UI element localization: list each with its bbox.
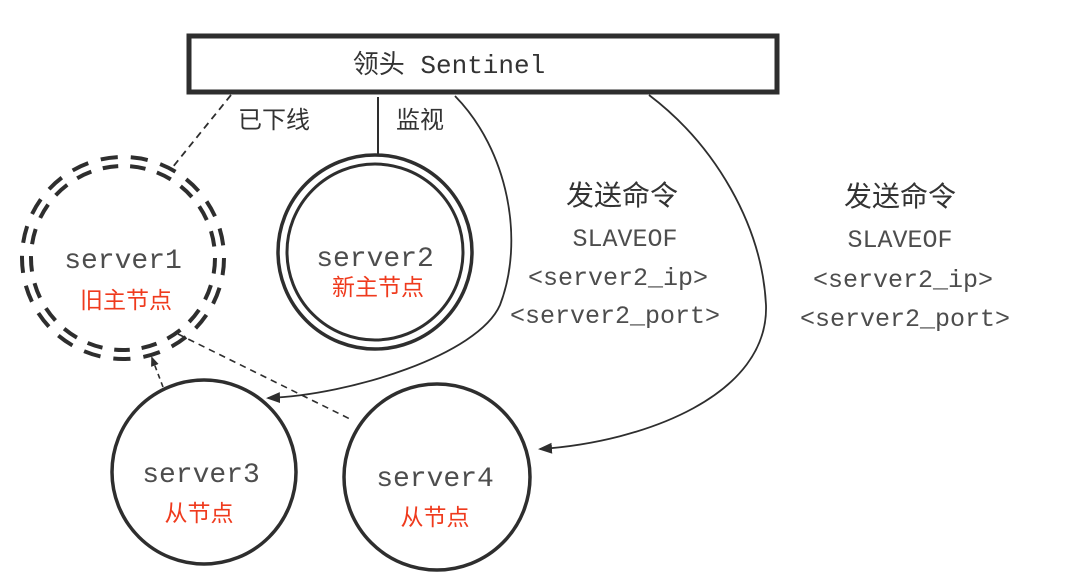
command-block-server3: 发送命令 SLAVEOF <server2_ip> <server2_port>: [510, 180, 720, 331]
server1-to-server4-dashed-line: [177, 333, 353, 421]
server3-role: 从节点: [165, 500, 234, 526]
command-block-server4: 发送命令 SLAVEOF <server2_ip> <server2_port>: [800, 181, 1010, 334]
sentinel-box: [186, 33, 780, 95]
server4-name: server4: [376, 464, 494, 495]
command-1-header: 发送命令: [566, 180, 678, 211]
slaveof-arrow-to-server3: [266, 95, 513, 404]
server2-outer-circle: [276, 153, 474, 351]
command-1-line-port: <server2_port>: [510, 302, 720, 331]
server1-name: server1: [64, 246, 182, 277]
command-1-line-slaveof: SLAVEOF: [572, 225, 677, 254]
command-2-line-ip: <server2_ip>: [813, 266, 993, 295]
command-2-header: 发送命令: [844, 181, 956, 212]
sentinel-box-label: 领头 Sentinel: [353, 50, 545, 81]
server2-role: 新主节点: [332, 274, 424, 300]
command-1-line-ip: <server2_ip>: [528, 264, 708, 293]
offline-label: 已下线: [238, 107, 310, 134]
server3-circle: [110, 378, 298, 566]
monitor-label: 监视: [396, 107, 444, 134]
slaveof-arrow-to-server4: [538, 94, 767, 454]
server4-circle: [342, 382, 532, 572]
server3-to-server1-dashed-arrow: [151, 356, 164, 388]
command-2-line-port: <server2_port>: [800, 305, 1010, 334]
server1-role: 旧主节点: [80, 287, 172, 313]
server4-role: 从节点: [401, 504, 470, 530]
server2-name: server2: [316, 244, 434, 275]
server2-inner-circle: [285, 162, 465, 342]
server1-outer-circle: [20, 155, 226, 361]
server1-inner-circle: [29, 164, 217, 352]
offline-dashed-edge: [171, 94, 232, 169]
server3-name: server3: [142, 460, 260, 491]
command-2-line-slaveof: SLAVEOF: [847, 226, 952, 255]
